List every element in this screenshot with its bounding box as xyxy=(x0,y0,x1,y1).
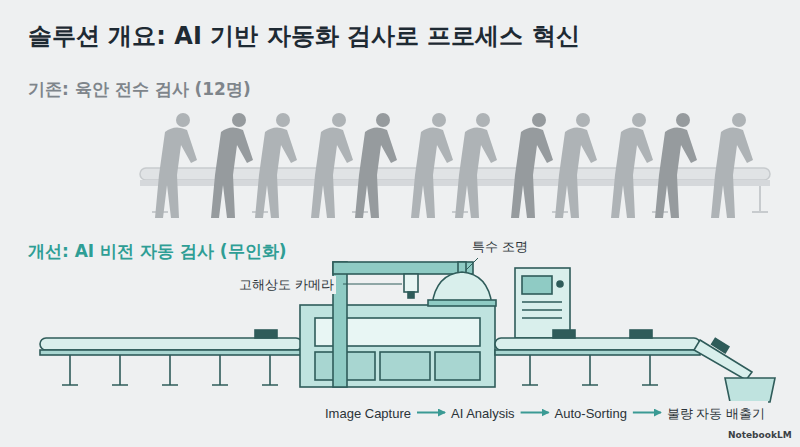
worker-silhouette xyxy=(711,113,753,218)
flow-step: AI Analysis xyxy=(448,401,518,424)
worker-silhouette xyxy=(611,113,653,218)
part-label: 고해상도 카메라 xyxy=(237,276,336,294)
step-text: 불량 자동 배출기 xyxy=(667,406,765,421)
step-text: AI Analysis xyxy=(451,406,515,421)
section-heading: 개선: AI 비전 자동 검사 (무인화) xyxy=(28,240,286,263)
worker-silhouette xyxy=(355,113,397,218)
worker-silhouette xyxy=(255,113,297,218)
step-text: Image Capture xyxy=(325,406,411,421)
worker-silhouette xyxy=(455,113,497,218)
worker-silhouette xyxy=(655,113,697,218)
worker-silhouette xyxy=(311,113,353,218)
manual-line xyxy=(140,113,770,218)
worker-silhouette xyxy=(511,113,553,218)
flow-arrow xyxy=(417,412,445,414)
ai-inspection-machine xyxy=(40,258,775,402)
worker-silhouette xyxy=(555,113,597,218)
part-label: 특수 조명 xyxy=(470,238,530,256)
flow-arrow xyxy=(521,412,549,414)
flow-step: Image Capture xyxy=(322,401,414,424)
worker-silhouette xyxy=(155,113,197,218)
worker-silhouette xyxy=(211,113,253,218)
flow-arrow xyxy=(633,412,661,414)
slide-title: 솔루션 개요: AI 기반 자동화 검사로 프로세스 혁신 xyxy=(28,20,580,52)
section-heading: 기존: 육안 전수 검사 (12명) xyxy=(28,78,251,101)
flow-step: Auto-Sorting xyxy=(552,401,630,424)
watermark: NotebookLM xyxy=(728,430,792,440)
worker-silhouette xyxy=(411,113,453,218)
step-text: Auto-Sorting xyxy=(555,406,627,421)
flow-step: 불량 자동 배출기 xyxy=(664,401,768,425)
